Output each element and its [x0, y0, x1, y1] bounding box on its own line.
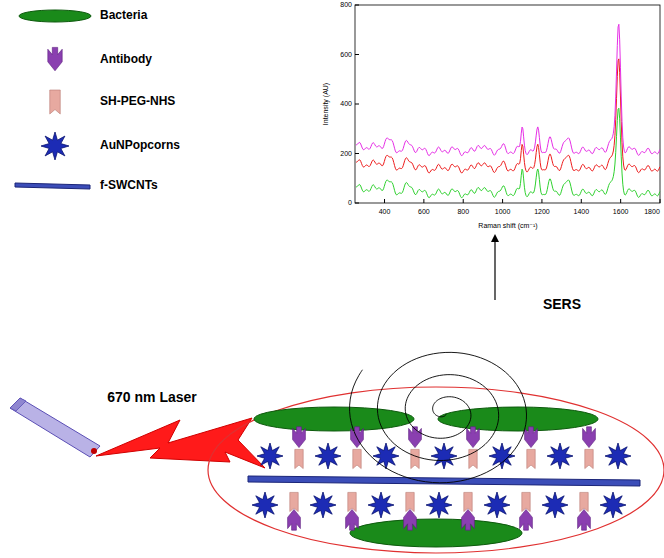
peg-linker — [50, 90, 61, 114]
axis-title: Intensity (AU) — [322, 83, 330, 125]
tick — [355, 203, 359, 204]
tick — [355, 104, 359, 105]
legend-text: SH-PEG-NHS — [100, 95, 175, 108]
legend-text: AuNPopcorns — [100, 139, 180, 152]
tick — [581, 199, 582, 203]
antibody — [462, 509, 475, 530]
tick — [355, 54, 359, 55]
antibody — [293, 427, 306, 448]
legend-text: Bacteria — [100, 9, 147, 22]
tick-label: 1600 — [613, 208, 629, 216]
tick-label: 600 — [418, 208, 430, 216]
tick-label: 400 — [340, 100, 352, 108]
laser-top — [10, 398, 26, 411]
antibody — [525, 427, 538, 448]
tick — [660, 199, 661, 203]
peg-linker — [348, 492, 356, 511]
laser-aperture — [91, 448, 97, 454]
gold-nanopopcorn — [252, 492, 278, 518]
peg-linker — [585, 449, 593, 468]
laser — [10, 398, 265, 468]
gold-nanopopcorn — [41, 132, 69, 160]
tick-label: 1800 — [644, 208, 660, 216]
tick — [541, 199, 542, 203]
tick — [423, 199, 424, 203]
spectrum-line — [356, 59, 660, 173]
gold-nanopopcorn — [484, 492, 510, 518]
gold-nanopopcorn — [426, 492, 452, 518]
antibody — [583, 427, 596, 448]
arrowhead — [491, 234, 499, 242]
laser-beam — [96, 418, 265, 468]
peg-linker — [580, 492, 588, 511]
process-label: SERS — [543, 297, 581, 312]
legend-symbols — [15, 10, 91, 189]
tick — [620, 199, 621, 203]
bacterium — [254, 407, 414, 431]
peg-linker — [411, 449, 419, 468]
sample-region — [208, 387, 664, 553]
laser-label: 670 nm Laser — [107, 390, 197, 405]
scatter-spiral — [350, 352, 527, 482]
gold-nanopopcorn — [257, 443, 283, 469]
antibody — [467, 427, 480, 448]
tick-label: 800 — [340, 1, 352, 9]
legend-text: Antibody — [100, 53, 152, 66]
tick-label: 0 — [348, 199, 352, 207]
swcnt — [248, 476, 640, 486]
peg-linker — [527, 449, 535, 468]
gold-nanopopcorn — [373, 443, 399, 469]
antibody — [346, 509, 359, 530]
tick-label: 1400 — [573, 208, 589, 216]
peg-linker — [353, 449, 361, 468]
tick — [355, 153, 359, 154]
assembly — [208, 387, 664, 553]
spectrum-line — [356, 24, 660, 155]
gold-nanopopcorn — [542, 492, 568, 518]
spectrum-chart — [355, 5, 660, 203]
gold-nanopopcorn — [431, 443, 457, 469]
bacterium — [438, 407, 598, 431]
gold-nanopopcorn — [315, 443, 341, 469]
peg-linker — [290, 492, 298, 511]
tick-label: 1000 — [495, 208, 511, 216]
gold-nanopopcorn — [600, 492, 626, 518]
laser-head — [10, 398, 100, 457]
peg-linker — [464, 492, 472, 511]
swcnt — [15, 183, 90, 189]
tick — [355, 5, 359, 6]
plot-frame — [355, 5, 660, 203]
tick-label: 1200 — [534, 208, 550, 216]
peg-linker — [406, 492, 414, 511]
peg-linker — [295, 449, 303, 468]
antibody — [404, 509, 417, 530]
tick — [502, 199, 503, 203]
gold-nanopopcorn — [310, 492, 336, 518]
tick-label: 600 — [340, 51, 352, 59]
bacterium — [350, 519, 522, 547]
signal-arrow — [494, 240, 495, 300]
gold-nanopopcorn — [489, 443, 515, 469]
tick-label: 800 — [457, 208, 469, 216]
antibody — [409, 427, 422, 448]
tick — [384, 199, 385, 203]
peg-linker — [522, 492, 530, 511]
gold-nanopopcorn — [605, 443, 631, 469]
gold-nanopopcorn — [368, 492, 394, 518]
legend-text: f-SWCNTs — [100, 179, 158, 192]
axis-title: Raman shift (cm⁻¹) — [478, 222, 537, 230]
peg-linker — [469, 449, 477, 468]
tick-label: 400 — [379, 208, 391, 216]
antibody — [578, 509, 591, 530]
bacterium — [19, 10, 91, 22]
antibody — [288, 509, 301, 530]
antibody — [48, 47, 62, 70]
gold-nanopopcorn — [547, 443, 573, 469]
tick-label: 200 — [340, 150, 352, 158]
tick — [463, 199, 464, 203]
antibody — [520, 509, 533, 530]
